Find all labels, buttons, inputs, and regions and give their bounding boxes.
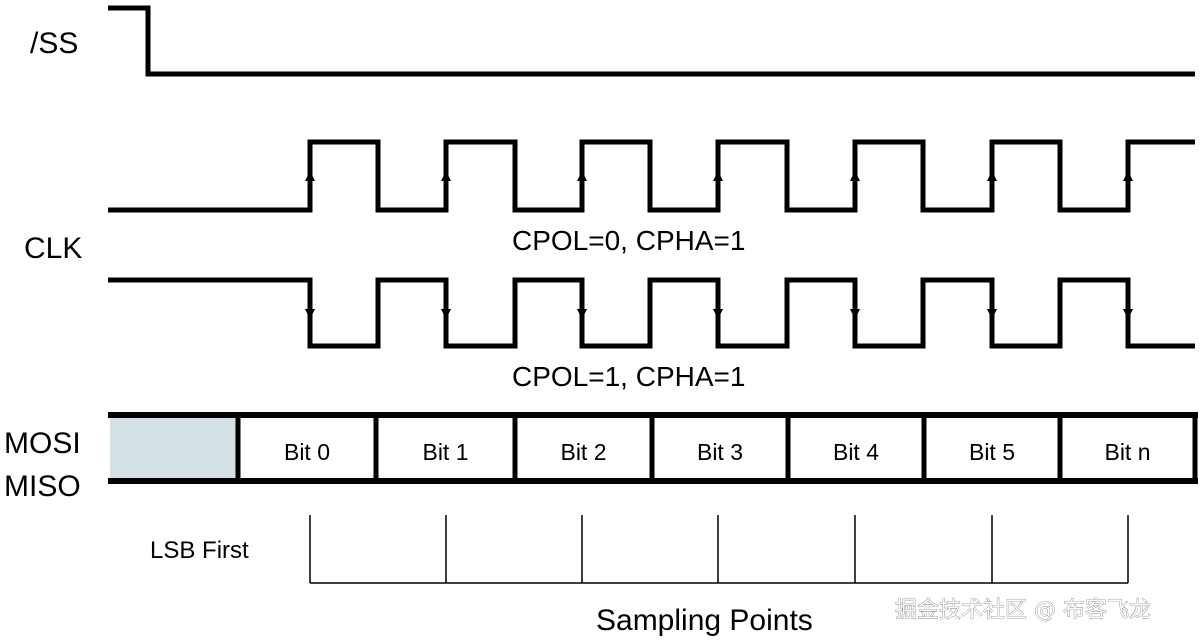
bit-cell-label: Bit 5 — [969, 439, 1015, 465]
data-bus: Bit 0 Bit 1 Bit 2 Bit 3 Bit 4 Bit 5 Bit n — [108, 412, 1198, 484]
miso-label: MISO — [4, 470, 81, 503]
bit-cell-label: Bit n — [1104, 439, 1150, 465]
clk-label: CLK — [24, 232, 82, 265]
idle-cell — [110, 418, 238, 478]
mosi-label: MOSI — [4, 427, 81, 460]
watermark: 掘金技术社区 @ 布客飞龙 — [895, 598, 1151, 623]
bit-cell-label: Bit 1 — [422, 439, 468, 465]
clk-mode-label-cpol1: CPOL=1, CPHA=1 — [512, 361, 745, 392]
bit-cell-label: Bit 3 — [697, 439, 743, 465]
ss-label: /SS — [30, 27, 78, 60]
clk-trace-1 — [108, 277, 1195, 349]
ss-waveform — [108, 5, 1195, 77]
clk-mode-label-cpol0: CPOL=0, CPHA=1 — [512, 225, 745, 256]
clk-trace-0 — [108, 139, 1195, 213]
sampling-points-bracket — [309, 515, 1129, 584]
bit-cell-label: Bit 4 — [833, 439, 879, 465]
sampling-points-label: Sampling Points — [596, 604, 813, 637]
clk-waveform-cpol0 — [108, 139, 1195, 213]
lsb-first-label: LSB First — [150, 537, 249, 564]
bit-cell-label: Bit 0 — [284, 439, 330, 465]
clk-waveform-cpol1 — [108, 277, 1195, 349]
bit-cell-label: Bit 2 — [560, 439, 606, 465]
